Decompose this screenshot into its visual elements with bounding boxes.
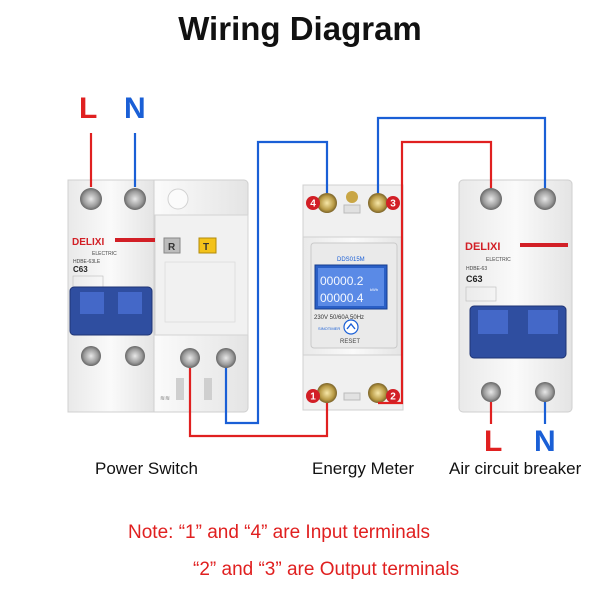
terminal-badge-2: 2 bbox=[386, 389, 400, 403]
screw-icon bbox=[216, 348, 236, 368]
note-line-1: Note: “1” and “4” are Input terminals bbox=[128, 522, 431, 543]
svg-text:1: 1 bbox=[310, 392, 316, 403]
terminal-badge-4: 4 bbox=[306, 196, 320, 210]
power-switch-device: DELIXI ELECTRIC HDBE-63LE C63 R T ≋≋ bbox=[67, 179, 249, 413]
output-L-right: L bbox=[484, 425, 503, 458]
air-breaker-label: Air circuit breaker bbox=[449, 459, 582, 478]
wires bbox=[89, 116, 547, 438]
ps-sub: ELECTRIC bbox=[92, 251, 117, 257]
diagram-title: Wiring Diagram bbox=[178, 10, 422, 47]
meter-model: DDS015M bbox=[337, 257, 365, 263]
power-switch-label: Power Switch bbox=[95, 459, 198, 478]
output-N-right: N bbox=[534, 425, 556, 458]
input-N-left: N bbox=[124, 92, 146, 125]
screw-icon bbox=[81, 346, 101, 366]
terminal-badge-1: 1 bbox=[306, 389, 320, 403]
ps-button-r: R bbox=[168, 242, 176, 253]
screw-icon bbox=[535, 382, 555, 402]
terminal-badge-3: 3 bbox=[386, 196, 400, 210]
meter-reading-2: 00000.4 bbox=[320, 291, 364, 305]
brass-screw-icon bbox=[317, 193, 337, 213]
ps-brand: DELIXI bbox=[72, 237, 104, 248]
brass-screw-icon bbox=[368, 383, 388, 403]
screw-icon bbox=[534, 188, 556, 210]
ab-sub: ELECTRIC bbox=[486, 257, 511, 263]
svg-text:2: 2 bbox=[390, 392, 396, 403]
energy-meter-device: DDS015M 00000.2 00000.4 kWh 230V 50/60A … bbox=[302, 184, 404, 411]
air-breaker-device: DELIXI ELECTRIC HDBE-63 C63 bbox=[458, 179, 573, 413]
screw-icon bbox=[480, 188, 502, 210]
brass-screw-icon bbox=[317, 383, 337, 403]
ab-model: HDBE-63 bbox=[466, 266, 487, 272]
screw-icon bbox=[481, 382, 501, 402]
ps-button-t: T bbox=[203, 242, 209, 253]
energy-meter-label: Energy Meter bbox=[312, 459, 415, 478]
brass-screw-icon bbox=[368, 193, 388, 213]
screw-icon bbox=[124, 188, 146, 210]
screw-icon bbox=[80, 188, 102, 210]
ab-brand: DELIXI bbox=[465, 241, 500, 253]
meter-spec: 230V 50/60A 50Hz bbox=[314, 315, 364, 321]
svg-text:≋≋: ≋≋ bbox=[160, 396, 170, 402]
svg-text:3: 3 bbox=[390, 199, 396, 210]
screw-icon bbox=[125, 346, 145, 366]
note-line-2: “2” and “3” are Output terminals bbox=[193, 559, 460, 580]
input-L-left: L bbox=[79, 92, 98, 125]
meter-brand: SINOTIMER bbox=[318, 326, 340, 331]
ps-rating: C63 bbox=[73, 265, 88, 274]
meter-reset: RESET bbox=[340, 339, 360, 345]
meter-reading-1: 00000.2 bbox=[320, 274, 364, 288]
meter-unit: kWh bbox=[370, 287, 378, 292]
ab-rating: C63 bbox=[466, 274, 483, 284]
ps-model: HDBE-63LE bbox=[73, 259, 101, 265]
screw-icon bbox=[180, 348, 200, 368]
svg-text:4: 4 bbox=[310, 199, 316, 210]
terminal-badges: 4 3 1 2 bbox=[306, 196, 400, 403]
